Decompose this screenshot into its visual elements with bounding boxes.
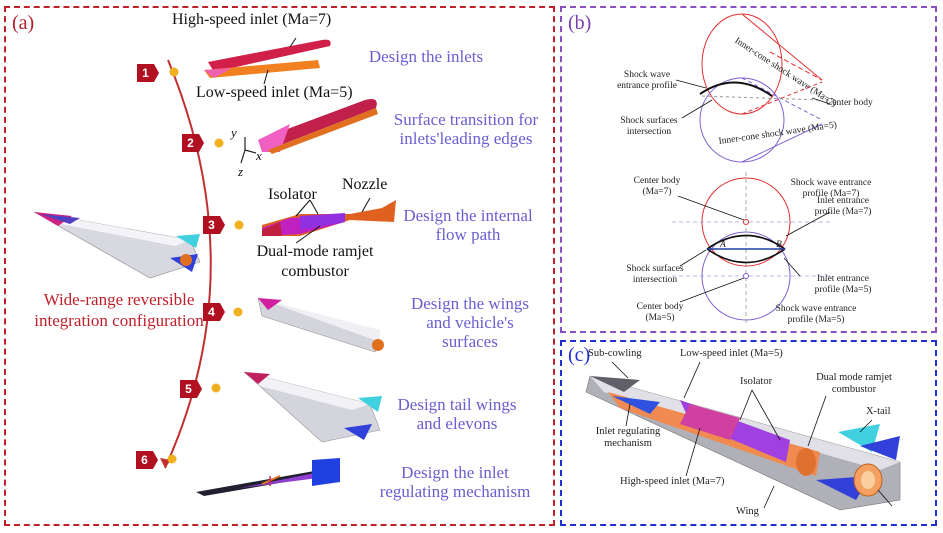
isolator-label: Isolator (268, 186, 317, 203)
leader-line (679, 249, 707, 267)
step-title-2: Surface transition for inlets'leading ed… (393, 110, 539, 148)
step-badge-4: 4 (203, 303, 225, 321)
leader-line (739, 389, 753, 421)
leader-line (783, 257, 801, 277)
leader-line (811, 97, 831, 105)
axes-icon (240, 137, 257, 164)
leader-line (681, 99, 713, 119)
panel-c: (c) (560, 340, 937, 526)
shock-entrance-profile-ma7-label: Shock wave entrance profile (Ma=7) (790, 178, 872, 199)
leader-line (683, 361, 701, 399)
sub-cowling-label: Sub-cowling (588, 348, 642, 359)
high-speed-inlet-label: High-speed inlet (Ma=7) (172, 11, 332, 28)
high-speed-inlet-c-label: High-speed inlet (Ma=7) (620, 476, 725, 487)
shock-entrance-profile-label: Shock wave entrance profile (617, 70, 677, 91)
vehicle-configuration-model (33, 211, 201, 279)
isolator-c-label: Isolator (740, 376, 773, 387)
step-title-1: Design the inlets (368, 47, 484, 66)
leader-line (679, 277, 745, 303)
panel-a: (a) (4, 6, 555, 526)
step-badge-5: 5 (180, 380, 202, 398)
wings-model (257, 297, 384, 353)
step-badge-2: 2 (182, 134, 204, 152)
center-body-ma5-label: Center body (Ma=5) (636, 302, 684, 323)
inlet-entrance-profile-ma7-label: Inlet entrance profile (Ma=7) (814, 196, 872, 217)
leader-line (625, 403, 631, 427)
vehicle-cutaway-model (585, 375, 901, 511)
shock-cross-section (672, 172, 830, 326)
tail-wings-model (243, 371, 382, 443)
leader-line (611, 361, 629, 379)
regulating-mechanism-model (196, 458, 340, 496)
point-a-label: A (720, 240, 726, 250)
step-badge-3: 3 (203, 216, 225, 234)
leader-line (807, 395, 827, 447)
panel-b: (b) (560, 6, 937, 333)
step-title-3: Design the internal flow path (403, 206, 533, 244)
panel-c-label: (c) (568, 344, 591, 366)
leader-line (295, 199, 311, 217)
leader-line (263, 69, 269, 85)
step-dot (214, 138, 224, 148)
step-dot (211, 383, 221, 393)
axis-x-label: x (256, 148, 262, 163)
combustor-c-label: Dual mode ramjet combustor (816, 372, 892, 395)
center-body-ma7-label: Center body (Ma=7) (633, 176, 681, 197)
leader-line (295, 225, 321, 244)
step-dot (234, 220, 244, 230)
step-title-5: Design tail wings and elevons (397, 395, 517, 433)
step-dot (169, 67, 179, 77)
transition-model (258, 99, 378, 154)
combustor-label: Dual-mode ramjet combustor (256, 243, 374, 280)
step-title-6: Design the inlet regulating mechanism (379, 463, 531, 501)
leader-line (675, 79, 707, 89)
step-badge-6: 6 (136, 451, 158, 469)
wing-label: Wing (736, 506, 759, 517)
shock-surfaces-intersection-label: Shock surfaces intersection (620, 116, 678, 137)
shock-cones-3d (699, 13, 823, 163)
shock-surfaces-intersection-2-label: Shock surfaces intersection (626, 264, 684, 285)
step-title-4: Design the wings and vehicle's surfaces (410, 294, 530, 351)
leader-line (677, 195, 745, 221)
leader-line (685, 427, 701, 477)
panel-a-label: (a) (12, 12, 35, 34)
leader-line (361, 197, 371, 213)
leader-line (877, 489, 893, 507)
inlet-entrance-profile-ma5-label: Inlet entrance profile (Ma=5) (814, 274, 872, 295)
panel-b-label: (b) (568, 12, 592, 34)
step-dot (233, 307, 243, 317)
leader-line (785, 211, 831, 237)
nozzle-label: Nozzle (342, 176, 388, 193)
low-speed-inlet-label: Low-speed inlet (Ma=5) (196, 84, 353, 101)
workflow-arc (164, 59, 212, 469)
center-body-label: Center body (826, 98, 873, 108)
step-badge-1: 1 (137, 64, 159, 82)
axis-z-label: z (238, 164, 244, 179)
axis-y-label: y (231, 125, 237, 140)
low-speed-inlet-c-label: Low-speed inlet (Ma=5) (680, 348, 783, 359)
leader-line (289, 37, 297, 48)
leader-line (751, 389, 781, 441)
leader-line (763, 485, 775, 509)
shock-entrance-profile-ma5-label: Shock wave entrance profile (Ma=5) (775, 304, 857, 325)
leader-line (859, 419, 873, 433)
leader-line (309, 199, 319, 215)
inlet-regulating-label: Inlet regulating mechanism (595, 426, 661, 449)
configuration-label: Wide-range reversible integration config… (34, 290, 204, 330)
inlets-model (204, 39, 331, 78)
flow-path-model (262, 200, 396, 236)
step-dot (167, 454, 177, 464)
point-b-label: B (776, 240, 782, 250)
x-tail-label: X-tail (866, 406, 891, 417)
